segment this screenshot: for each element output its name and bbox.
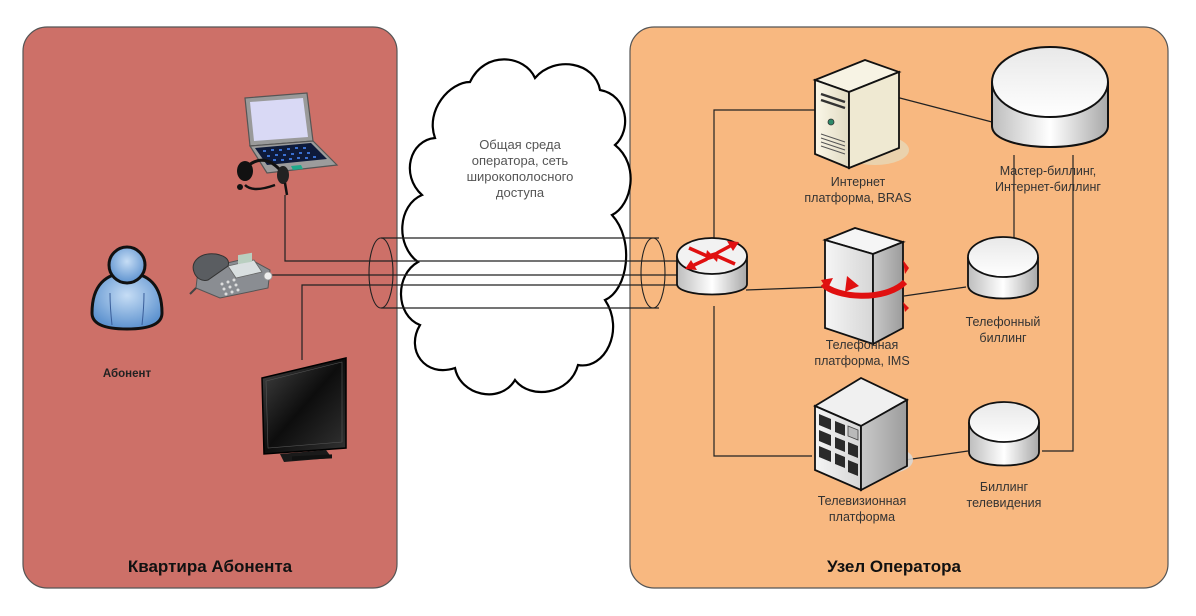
ims-server-icon[interactable] [820,227,909,346]
internet-to-master-billing-link [895,96,993,123]
svg-text:Мастер-биллинг,: Мастер-биллинг, [1000,164,1097,178]
laptop-link [284,195,678,262]
mainframe-icon[interactable] [813,376,913,492]
cloud-icon [399,58,632,396]
svg-text:Телефонная: Телефонная [826,338,898,352]
svg-text:платформа: платформа [829,510,895,524]
server-icon[interactable] [812,59,909,170]
user-label: Абонент [103,368,152,380]
router-to-ims-link [745,286,827,291]
router-to-tv-platform-link [713,306,812,457]
database-icon[interactable] [968,401,1040,467]
user-icon[interactable] [90,245,164,331]
tube-left-end [368,237,394,309]
svg-text:Интернет-биллинг: Интернет-биллинг [995,180,1101,194]
svg-text:платформа, IMS: платформа, IMS [814,354,909,368]
svg-text:Общая среда: Общая среда [479,137,561,152]
tv-link [301,284,678,360]
phone-billing-label: Телефонный биллинг [966,315,1041,345]
ims-to-phone-billing-link [903,286,967,297]
operator-wires [713,96,1074,461]
subscriber-zone: Квартира Абонента [22,26,398,589]
svg-text:доступа: доступа [496,185,545,200]
tube-right-end [640,237,666,309]
operator-zone-title: Узел Оператора [827,557,962,576]
tv-platform-to-billing-link [904,450,969,461]
laptop-icon[interactable] [237,92,339,196]
desk-phone-icon[interactable] [189,252,273,299]
router-to-internet-link [713,109,815,250]
svg-text:платформа, BRAS: платформа, BRAS [804,191,911,205]
svg-text:Телефонный: Телефонный [966,315,1041,329]
svg-text:широкополосного: широкополосного [467,169,574,184]
subscriber-wires [272,195,678,360]
database-icon[interactable] [991,46,1109,148]
svg-text:Интернет: Интернет [831,175,886,189]
svg-text:оператора, сеть: оператора, сеть [472,153,569,168]
svg-text:биллинг: биллинг [979,331,1027,345]
master-billing-label: Мастер-биллинг, Интернет-биллинг [995,164,1101,194]
svg-text:Биллинг: Биллинг [980,480,1029,494]
subscriber-zone-box [22,26,398,589]
svg-text:Телевизионная: Телевизионная [818,494,907,508]
subscriber-zone-title: Квартира Абонента [128,557,293,576]
internet-platform-label: Интернет платформа, BRAS [804,175,911,205]
tv-platform-label: Телевизионная платформа [818,494,907,524]
phone-platform-label: Телефонная платформа, IMS [814,338,909,368]
svg-text:телевидения: телевидения [967,496,1042,510]
router-icon[interactable] [676,237,748,296]
tv-billing-label: Биллинг телевидения [967,480,1042,510]
cloud-label: Общая среда оператора, сеть широкополосн… [467,137,574,200]
tv-icon[interactable] [261,357,347,462]
database-icon[interactable] [967,236,1039,300]
master-to-tv-billing-link [1042,155,1074,452]
access-tube [368,237,666,309]
